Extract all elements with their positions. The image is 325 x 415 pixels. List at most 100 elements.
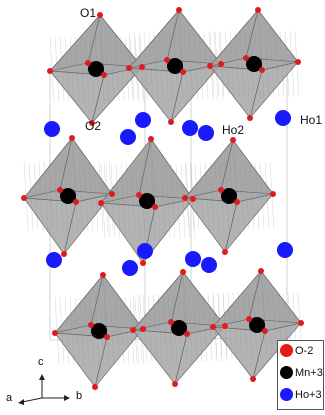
holmium-atom bbox=[182, 120, 198, 136]
octahedron-hatch bbox=[227, 292, 233, 358]
octahedron-hatch bbox=[214, 162, 220, 230]
oxygen-atom bbox=[247, 115, 253, 121]
oxygen-atom bbox=[258, 268, 264, 274]
octahedron-hatch bbox=[104, 36, 110, 102]
octahedron-hatch bbox=[165, 163, 171, 239]
octahedron-hatch bbox=[114, 36, 120, 102]
octahedron-hatch bbox=[109, 297, 115, 365]
axis-label-c: c bbox=[38, 356, 44, 368]
oxygen-atom bbox=[298, 320, 304, 326]
octahedron-hatch bbox=[38, 161, 44, 231]
oxygen-atom bbox=[295, 59, 301, 65]
octahedron-hatch bbox=[74, 36, 80, 102]
octahedron-hatch bbox=[194, 162, 200, 230]
octahedron-hatch bbox=[203, 32, 209, 100]
holmium-swatch-icon bbox=[280, 388, 293, 401]
octahedron bbox=[209, 8, 300, 119]
octahedron bbox=[49, 13, 145, 124]
octahedron-hatch bbox=[274, 31, 280, 97]
oxygen-atom bbox=[98, 200, 104, 206]
octahedron-hatch bbox=[124, 297, 130, 365]
legend-label: O-2 bbox=[295, 345, 314, 357]
octahedron-hatch bbox=[264, 31, 270, 97]
octahedron-hatch bbox=[93, 161, 99, 231]
label-o2: O2 bbox=[85, 119, 102, 133]
holmium-atom bbox=[46, 252, 62, 268]
octahedron-hatch bbox=[43, 161, 49, 231]
octahedron-hatch bbox=[157, 294, 163, 362]
octahedron-hatch bbox=[53, 161, 59, 231]
octahedron-hatch bbox=[239, 162, 245, 230]
octahedron bbox=[54, 273, 145, 388]
oxygen-atom bbox=[230, 137, 236, 143]
octahedron-hatch bbox=[254, 162, 260, 230]
octahedron-hatch bbox=[237, 292, 243, 358]
holmium-atom bbox=[201, 257, 217, 273]
oxygen-atom bbox=[243, 55, 249, 61]
octahedron-hatch bbox=[83, 161, 89, 231]
octahedron-hatch bbox=[217, 292, 223, 358]
octahedron-hatch bbox=[148, 32, 154, 100]
holmium-atoms bbox=[44, 110, 293, 276]
octahedron-face bbox=[128, 9, 180, 69]
octahedron-face bbox=[142, 198, 194, 264]
octahedron-hatch bbox=[110, 163, 116, 239]
oxygen-atom bbox=[140, 260, 146, 266]
octahedron-hatch bbox=[183, 32, 189, 100]
manganese-atom bbox=[246, 56, 262, 72]
octahedron-face bbox=[224, 193, 274, 253]
oxygen-atom bbox=[136, 192, 142, 198]
oxygen-atom bbox=[97, 12, 103, 18]
octahedron-hatch bbox=[105, 163, 111, 239]
legend-label: Ho+3 bbox=[295, 389, 322, 401]
oxygen-atom bbox=[61, 251, 67, 257]
oxygen-atom bbox=[222, 323, 228, 329]
oxygen-atom bbox=[190, 196, 196, 202]
axis-orientation-indicator: c a b bbox=[0, 350, 110, 410]
octahedron-hatch bbox=[170, 163, 176, 239]
octahedron-hatch bbox=[279, 31, 285, 97]
octahedron-hatch bbox=[267, 292, 273, 358]
octahedron-face bbox=[249, 61, 299, 119]
octahedron-hatch bbox=[135, 163, 141, 239]
holmium-atom bbox=[122, 260, 138, 276]
octahedron-face bbox=[63, 193, 113, 255]
octahedron-hatch bbox=[48, 161, 54, 231]
oxygen-atom bbox=[69, 135, 75, 141]
octahedron-hatch bbox=[84, 36, 90, 102]
octahedron-face bbox=[49, 14, 101, 72]
manganese-atom bbox=[221, 188, 237, 204]
octahedron-hatch bbox=[207, 294, 213, 362]
axis-label-b: b bbox=[76, 390, 83, 402]
octahedron-hatch bbox=[137, 294, 143, 362]
octahedron-face bbox=[91, 66, 143, 124]
oxygen-atom bbox=[234, 199, 240, 205]
oxygen-atom bbox=[109, 191, 115, 197]
octahedron-hatch bbox=[242, 292, 248, 358]
oxygen-atom bbox=[210, 324, 216, 330]
octahedron-hatch bbox=[239, 31, 245, 97]
holmium-atom bbox=[137, 243, 153, 259]
octahedron-hatch bbox=[249, 162, 255, 230]
octahedron-hatch bbox=[199, 162, 205, 230]
octahedron-hatch bbox=[229, 31, 235, 97]
oxygen-atom bbox=[172, 381, 178, 387]
octahedron-hatch bbox=[214, 31, 220, 97]
manganese-swatch-icon bbox=[280, 366, 293, 379]
oxygen-atom bbox=[92, 384, 98, 390]
oxygen-atom bbox=[88, 322, 94, 328]
octahedron-hatch bbox=[162, 294, 168, 362]
octahedron-hatch bbox=[234, 31, 240, 97]
oxygen-atom bbox=[152, 204, 158, 210]
octahedron-hatch bbox=[78, 161, 84, 231]
holmium-atom bbox=[120, 129, 136, 145]
oxygen-atom bbox=[218, 187, 224, 193]
oxygen-atom bbox=[259, 67, 265, 73]
manganese-atom bbox=[171, 320, 187, 336]
holmium-atom bbox=[275, 110, 291, 126]
legend-label: Mn+3 bbox=[295, 367, 323, 379]
oxygen-atom bbox=[73, 199, 79, 205]
label-ho1: Ho1 bbox=[300, 113, 323, 127]
octahedron-hatch bbox=[88, 161, 94, 231]
holmium-atom bbox=[277, 242, 293, 258]
